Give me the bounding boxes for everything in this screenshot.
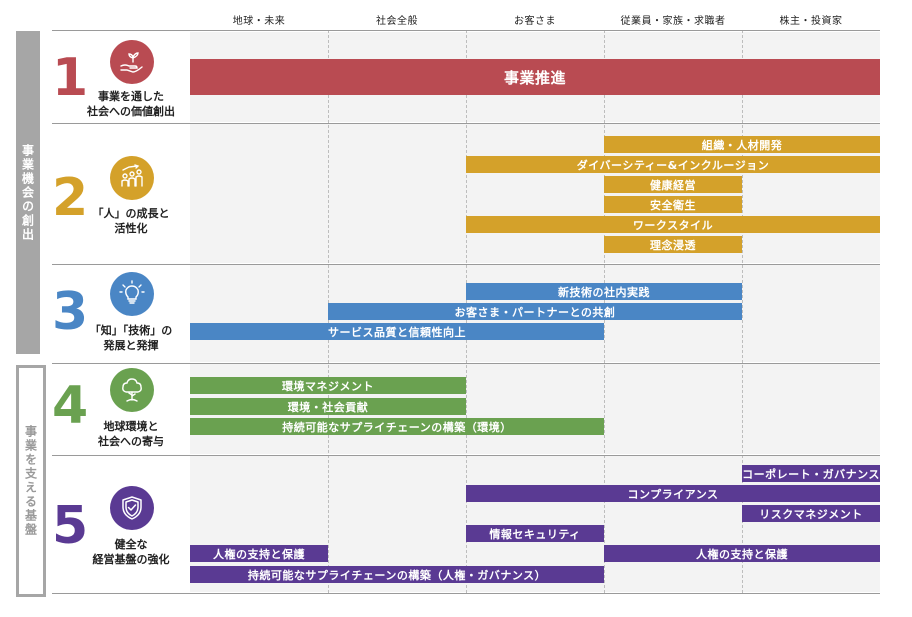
row-separator xyxy=(52,264,880,265)
row-number-3: 3 xyxy=(52,282,89,342)
bar-service-quality: サービス品質と信頼性向上 xyxy=(190,323,604,340)
lightbulb-icon xyxy=(110,272,154,316)
bar-risk-management: リスクマネジメント xyxy=(742,505,880,522)
bar-work-style: ワークスタイル xyxy=(466,216,880,233)
row-label-1: 事業を通した社会への価値創出 xyxy=(87,90,175,118)
bar-health-management: 健康経営 xyxy=(604,176,742,193)
bar-philosophy: 理念浸透 xyxy=(604,236,742,253)
side-label-opportunity: 事業機会の創出 xyxy=(16,31,40,354)
column-header-shareholders: 株主・投資家 xyxy=(779,16,843,27)
bar-supply-chain-env: 持続可能なサプライチェーンの構築（環境） xyxy=(190,418,604,435)
bar-organization-hr: 組織・人材開発 xyxy=(604,136,880,153)
column-divider xyxy=(742,30,743,593)
bar-env-social: 環境・社会貢献 xyxy=(190,398,466,415)
bar-business-promotion: 事業推進 xyxy=(190,59,880,95)
row-number-1: 1 xyxy=(52,48,89,108)
tree-icon xyxy=(110,368,154,412)
row-label-2: 「人」の成長と活性化 xyxy=(92,207,170,235)
bar-human-rights-left: 人権の支持と保護 xyxy=(190,545,328,562)
bar-human-rights-right: 人権の支持と保護 xyxy=(604,545,880,562)
row-label-4: 地球環境と社会への寄与 xyxy=(98,420,164,448)
row-separator xyxy=(52,455,880,456)
bar-info-security: 情報セキュリティ xyxy=(466,525,604,542)
row-separator xyxy=(52,363,880,364)
shield-check-icon xyxy=(110,486,154,530)
bar-corporate-governance: コーポレート・ガバナンス xyxy=(742,465,880,482)
people-growth-icon xyxy=(110,156,154,200)
hand-plant-icon xyxy=(110,40,154,84)
bar-diversity-inclusion: ダイバーシティー&インクルージョン xyxy=(466,156,880,173)
column-header-customers: お客さま xyxy=(514,16,556,27)
bar-new-tech: 新技術の社内実践 xyxy=(466,283,742,300)
bar-compliance: コンプライアンス xyxy=(466,485,880,502)
bar-safety-health: 安全衛生 xyxy=(604,196,742,213)
row-separator xyxy=(52,123,880,124)
row-label-5: 健全な経営基盤の強化 xyxy=(92,538,170,566)
side-label-foundation: 事業を支える基盤 xyxy=(16,365,46,597)
row-number-5: 5 xyxy=(52,496,89,556)
bar-env-management: 環境マネジメント xyxy=(190,377,466,394)
row-separator xyxy=(52,593,880,594)
row-number-4: 4 xyxy=(52,376,89,436)
bar-supply-chain-governance: 持続可能なサプライチェーンの構築（人権・ガバナンス） xyxy=(190,566,604,583)
column-header-employees: 従業員・家族・求職者 xyxy=(620,16,726,27)
row-number-2: 2 xyxy=(52,168,89,228)
row-separator xyxy=(52,30,880,31)
bar-co-creation: お客さま・パートナーとの共創 xyxy=(328,303,742,320)
row-label-3: 「知」「技術」の発展と発揮 xyxy=(89,324,173,352)
column-header-society: 社会全般 xyxy=(376,16,418,27)
column-header-earth-future: 地球・未来 xyxy=(232,16,286,27)
